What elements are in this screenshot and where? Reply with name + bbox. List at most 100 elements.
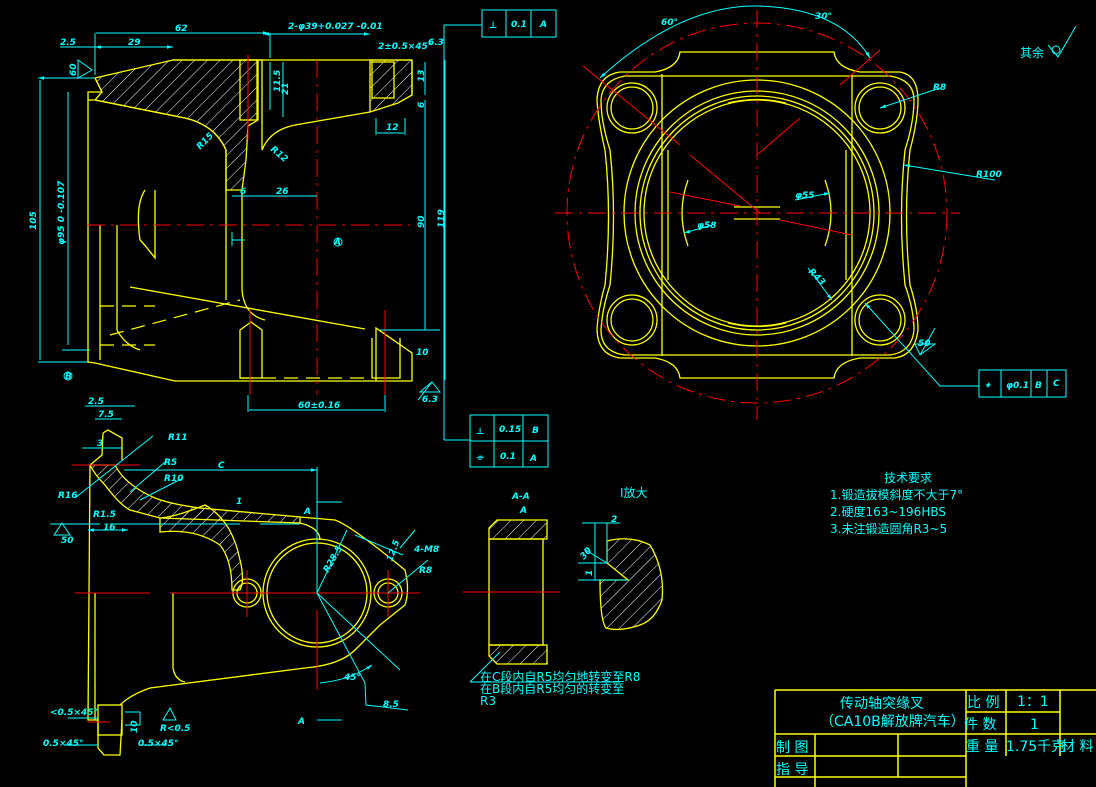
scale-value: 1：1	[1017, 694, 1049, 710]
svg-text:C: C	[1053, 379, 1060, 389]
roughness-50b: 50	[61, 536, 74, 546]
guide-label: 指 导	[776, 762, 808, 778]
dim-r0-5: R<0.5	[160, 724, 190, 734]
dim-62: 62	[175, 24, 188, 34]
count-label: 件 数	[964, 717, 996, 733]
svg-text:A: A	[539, 20, 547, 30]
section-a-a: A-A A 在C段内自R5均匀地转变至R8 在B段内自R5均匀的转变至 R3	[463, 492, 640, 708]
dim-r1-5: R1.5	[93, 510, 116, 520]
dim-21: 21	[281, 82, 291, 95]
svg-text:0.15: 0.15	[499, 425, 521, 435]
part-subtitle: （CA10B解放牌汽车）	[820, 713, 965, 730]
scale-label: 比 例	[967, 695, 999, 711]
dim-r8: R8	[933, 83, 946, 93]
section-title: A-A	[511, 492, 530, 502]
dim-3: 3	[97, 439, 103, 449]
dim-29: 29	[128, 38, 141, 48]
chamfer-1: <0.5×45°	[50, 708, 98, 718]
dim-6: 6	[417, 102, 427, 108]
dim-105: 105	[29, 211, 39, 230]
weight-value: 1.75千克	[1006, 739, 1065, 755]
tech-title: 技术要求	[884, 471, 932, 485]
drawn-label: 制 图	[776, 740, 808, 756]
svg-text:0.1: 0.1	[511, 20, 527, 30]
dim-1b: 1	[585, 570, 595, 576]
tech-item-2: 2.硬度163~196HBS	[830, 504, 946, 519]
dim-r12: R12	[268, 145, 289, 165]
section-a-bottom: A	[297, 717, 305, 727]
dim-10: 10	[416, 348, 429, 358]
surface-finish-icon	[1047, 25, 1077, 58]
angle-30b: 30	[579, 546, 595, 562]
flange-view	[555, 10, 960, 420]
dim-13: 13	[417, 69, 427, 82]
count-value: 1	[1030, 717, 1039, 733]
angle-60: 60°	[661, 18, 678, 28]
datum-b-label: B	[65, 372, 72, 382]
dim-r10: R10	[164, 474, 183, 484]
section-sub: A	[519, 506, 527, 516]
side-view	[72, 429, 420, 756]
dim-60: 60±0.16	[298, 401, 340, 411]
dim-r43: R43	[806, 267, 827, 288]
dim-chamfer: 2±0.5×45°	[378, 42, 432, 52]
dim-8-5: 8.5	[383, 700, 399, 710]
dim-16: 16	[103, 523, 116, 533]
tolerance-frame-top: ⊥ 0.1 A	[481, 9, 557, 38]
dim-119: 119	[437, 209, 447, 228]
dim-r16: R16	[58, 491, 77, 501]
dim-r5: R5	[164, 458, 177, 468]
roughness-6-3b: 6.3	[422, 395, 438, 405]
svg-text:⊥: ⊥	[489, 21, 497, 31]
chamfer-3: 0.5×45°	[138, 739, 179, 749]
dim-2b: 2	[611, 515, 617, 525]
tolerance-frame-position: ⌖ φ0.1 B C	[978, 369, 1067, 398]
dim-2-5: 2.5	[60, 38, 76, 48]
title-block: 传动轴突缘叉 （CA10B解放牌汽车） 比 例 1：1 件 数 1 重 量 1.…	[774, 689, 1096, 787]
svg-text:B: B	[532, 426, 539, 436]
flange-dimensions: 60° 30° R8 R100 φ55 φ58 R43 50 其余	[599, 5, 1077, 387]
section-a-top: A	[303, 507, 311, 517]
dim-12-5: 12.5	[385, 539, 402, 563]
roughness-6-3: 6.3	[428, 38, 444, 48]
svg-text:⊥: ⊥	[476, 427, 484, 437]
side-view-dimensions: 2.5 7.5 3 R11 R5 R10 R16 C R1.5 16 50 1 …	[43, 397, 439, 749]
svg-text:0.1: 0.1	[500, 452, 516, 462]
surface-note: 其余	[1020, 45, 1044, 60]
svg-text:⌯: ⌯	[476, 453, 484, 463]
dim-90: 90	[417, 215, 427, 228]
dim-phi95: φ95 0 -0.107	[57, 180, 67, 245]
svg-text:A: A	[529, 454, 537, 464]
dim-phi55: φ55	[795, 191, 815, 201]
part-name: 传动轴突缘叉	[840, 696, 924, 712]
angle-30: 30°	[815, 12, 832, 22]
roughness-50: 50	[918, 339, 931, 349]
svg-text:⌖: ⌖	[985, 381, 991, 391]
chamfer-2: 0.5×45°	[43, 739, 84, 749]
dim-r8b: R8	[419, 566, 432, 576]
note-r3: R3	[480, 694, 496, 708]
front-view-dimensions: 2.5 29 62 2-φ39+0.027 -0.01 2±0.5×45° 6.…	[29, 22, 482, 441]
dim-4-m8: 4-M8	[413, 545, 439, 555]
detail-i: I放大 2 30 1	[578, 485, 664, 631]
angle-45: 45°	[343, 673, 361, 683]
tech-item-1: 1.锻造拔模斜度不大于7°	[830, 487, 963, 502]
note-c-segment: 在C段内自R5均匀地转变至R8	[480, 669, 640, 684]
dim-11-5: 11.5	[273, 70, 283, 92]
dim-10b: 10	[130, 720, 140, 733]
dim-r100: R100	[976, 170, 1002, 180]
dim-1: 1	[236, 497, 242, 507]
dim-7-5: 7.5	[98, 410, 114, 420]
datum-a-label: A	[333, 238, 341, 248]
dim-2-5b: 2.5	[88, 397, 104, 407]
detail-title: I放大	[620, 485, 648, 500]
svg-text:φ0.1: φ0.1	[1006, 381, 1029, 391]
dim-12: 12	[386, 123, 399, 133]
dim-c: C	[218, 461, 225, 471]
weight-label: 重 量	[966, 739, 998, 755]
front-section-view	[87, 55, 413, 395]
dim-bore: 2-φ39+0.027 -0.01	[288, 22, 383, 32]
dim-r11: R11	[168, 433, 187, 443]
dim-angle-60: 60	[69, 63, 79, 76]
